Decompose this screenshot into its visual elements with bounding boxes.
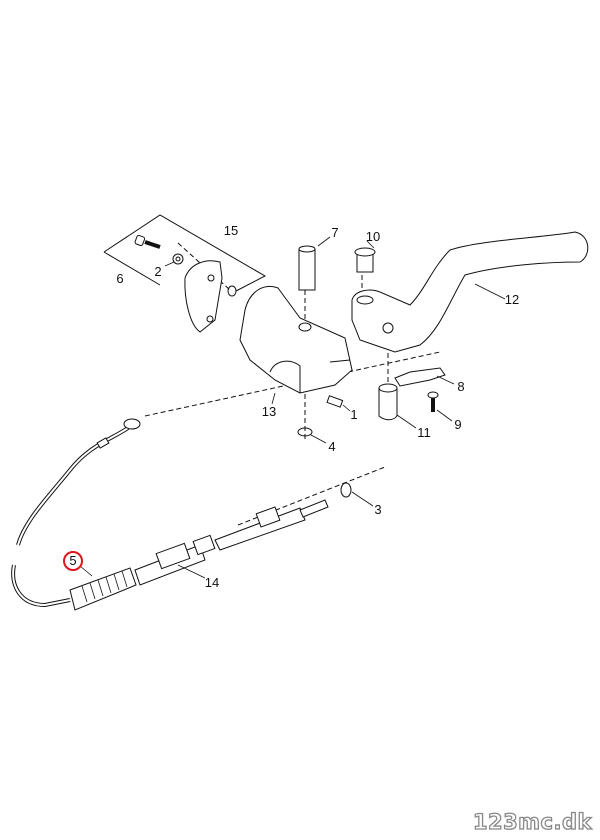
clamp-part-15 — [184, 260, 223, 333]
adjuster-part-14 — [134, 499, 329, 586]
bushing-part-10 — [354, 247, 376, 273]
leader-lines — [79, 236, 506, 579]
callout-13[interactable]: 13 — [261, 404, 277, 419]
callout-3[interactable]: 3 — [374, 502, 382, 517]
clutch-lever-part-12 — [351, 231, 589, 353]
callout-14[interactable]: 14 — [204, 575, 220, 590]
bracket-part-8 — [394, 367, 446, 387]
pivot-pin-part-7 — [298, 245, 316, 291]
set-screw-part-1 — [326, 395, 344, 408]
clutch-cable-part-5 — [11, 418, 141, 611]
callout-5-highlighted[interactable]: 5 — [63, 551, 83, 571]
washer-part-3 — [340, 482, 352, 498]
callout-15[interactable]: 15 — [223, 223, 239, 238]
screw-part-6 — [134, 234, 161, 249]
callout-12[interactable]: 12 — [504, 292, 520, 307]
screw-part-9 — [427, 391, 439, 412]
callout-9[interactable]: 9 — [454, 417, 462, 432]
kit-bracket — [103, 214, 267, 292]
lever-bracket-part-13 — [239, 286, 353, 394]
washer-part-2 — [172, 253, 184, 265]
callout-11[interactable]: 11 — [417, 425, 431, 440]
callout-8[interactable]: 8 — [457, 379, 465, 394]
callout-1[interactable]: 1 — [350, 407, 358, 422]
callout-7[interactable]: 7 — [331, 225, 339, 240]
watermark-logo: 123mc.dk — [472, 809, 592, 834]
callout-6[interactable]: 6 — [116, 271, 124, 286]
oring — [227, 285, 237, 297]
callout-4[interactable]: 4 — [328, 439, 336, 454]
clip-part-4 — [297, 427, 313, 437]
callout-10[interactable]: 10 — [365, 229, 381, 244]
spacer-part-11 — [378, 383, 398, 421]
callout-2[interactable]: 2 — [154, 264, 162, 279]
